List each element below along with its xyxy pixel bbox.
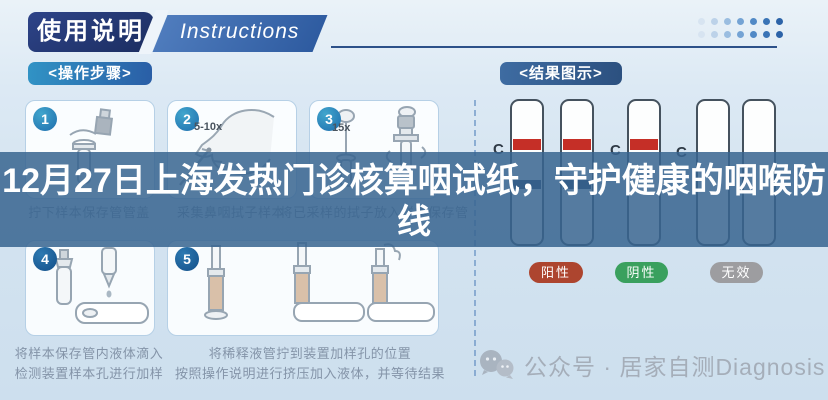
- dot-icon: [724, 18, 731, 25]
- results-section-badge: <结果图示>: [500, 62, 622, 85]
- step-number-badge: 5: [175, 247, 199, 271]
- step-card-4: 4: [25, 240, 155, 336]
- step-card-5: 5: [167, 240, 439, 336]
- dot-icon: [724, 31, 731, 38]
- wechat-account-footer: 公众号 · 居家自测Diagnosis: [478, 348, 825, 382]
- control-line: [630, 139, 658, 150]
- dot-icon: [737, 31, 744, 38]
- result-positive-badge: 阳性: [529, 262, 583, 283]
- dot-icon: [711, 18, 718, 25]
- control-line: [513, 139, 541, 150]
- step4-caption-line2: 检测装置样本孔进行加样: [14, 366, 164, 381]
- page-title-en: Instructions: [180, 20, 300, 43]
- step5-caption-line2: 按照操作说明进行挤压加入液体，并等待结果: [174, 366, 445, 381]
- headline-line1: 12月27日上海发热门诊核算咽试纸，守护健康的咽喉防: [2, 161, 826, 200]
- header-rule: [331, 46, 777, 48]
- step-number-badge: 1: [33, 107, 57, 131]
- dot-icon: [763, 18, 770, 25]
- swab-repeat-count: 5-10x: [194, 121, 223, 133]
- step4-caption-line1: 将样本保存管内液体滴入: [14, 346, 164, 361]
- control-line: [563, 139, 591, 150]
- dot-icon: [698, 18, 705, 25]
- headline-overlay-band: 12月27日上海发热门诊核算咽试纸，守护健康的咽喉防 线: [0, 152, 828, 247]
- dot-icon: [711, 31, 718, 38]
- dots-row: [698, 31, 798, 40]
- page-title: 使用说明: [28, 12, 154, 52]
- step-number-badge: 4: [33, 247, 57, 271]
- dot-icon: [763, 31, 770, 38]
- dot-icon: [776, 18, 783, 25]
- result-negative-badge: 阴性: [615, 262, 668, 283]
- headline-line2: 线: [397, 202, 431, 241]
- step5-caption-line1: 将稀释液管拧到装置加样孔的位置: [208, 346, 412, 361]
- dot-icon: [750, 18, 757, 25]
- dot-icon: [750, 31, 757, 38]
- step5-caption: 将稀释液管拧到装置加样孔的位置 按照操作说明进行挤压加入液体，并等待结果: [160, 344, 460, 384]
- wechat-account-text: 公众号 · 居家自测Diagnosis: [524, 354, 826, 380]
- dots-row: [698, 18, 798, 27]
- result-invalid-badge: 无效: [710, 262, 763, 283]
- step-number-badge: 2: [175, 107, 199, 131]
- wechat-icon: [480, 350, 514, 379]
- dot-icon: [776, 31, 783, 38]
- control-line-label: C: [610, 142, 621, 159]
- dot-icon: [698, 31, 705, 38]
- steps-section-badge: <操作步骤>: [28, 62, 152, 85]
- stir-repeat-count: 15x: [332, 122, 351, 134]
- dot-icon: [737, 18, 744, 25]
- step4-caption: 将样本保存管内液体滴入 检测装置样本孔进行加样: [3, 344, 175, 384]
- step-number-badge: 3: [317, 107, 341, 131]
- control-line-label: C: [493, 141, 504, 158]
- step4-illustration-dropper-cassette-icon: [54, 247, 149, 324]
- step5-illustration-squeeze-tube-icon: [204, 242, 435, 322]
